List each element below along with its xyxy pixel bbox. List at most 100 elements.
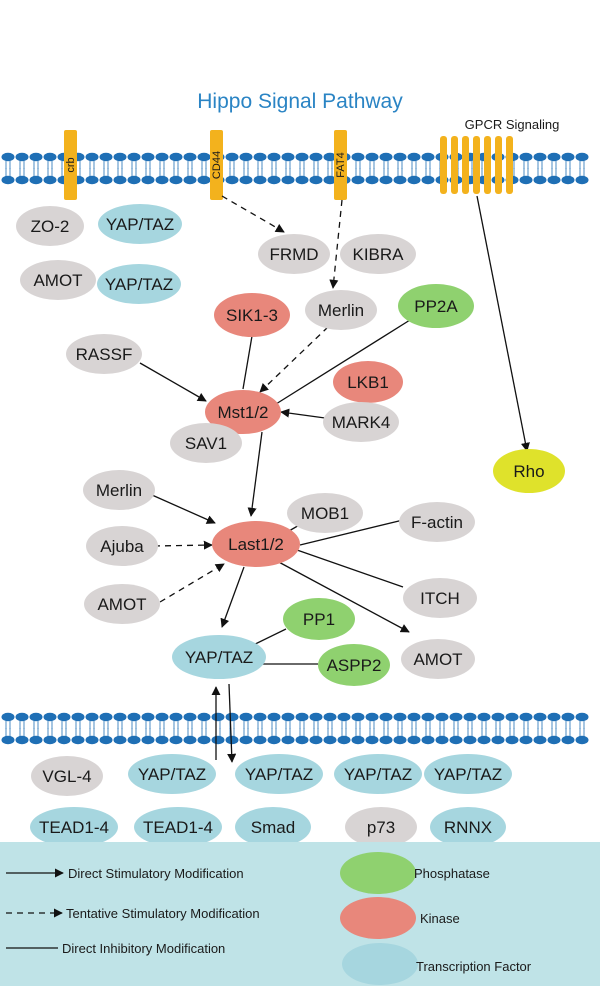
node-mob1: MOB1 [287, 493, 363, 533]
lipid-head [169, 735, 183, 745]
node-pp1-label: PP1 [303, 610, 335, 629]
edge-cd44-frmd [221, 195, 285, 233]
node-rnnx-shape [430, 807, 506, 847]
lipid-head [407, 152, 421, 162]
lipid-head [351, 152, 365, 162]
node-ajuba: Ajuba [86, 526, 158, 566]
lipid-head [1, 175, 15, 185]
lipid-head [155, 152, 169, 162]
node-rnnx: RNNX [430, 807, 506, 847]
lipid-head [183, 735, 197, 745]
node-vgl4-label: VGL-4 [42, 767, 91, 786]
node-rnnx-label: RNNX [444, 818, 492, 837]
lipid-head [561, 152, 575, 162]
edge-gpcr-rho [476, 195, 530, 452]
gpcr-receptor [440, 136, 513, 194]
node-itch: ITCH [403, 578, 477, 618]
node-rassf-label: RASSF [76, 345, 133, 364]
node-pp2a: PP2A [398, 284, 474, 328]
edge-ajuba-last [153, 540, 213, 550]
edge-last-amot [274, 559, 410, 633]
node-mst-shape [205, 390, 281, 434]
node-amot-mid-label: AMOT [97, 595, 146, 614]
lipid-head [421, 735, 435, 745]
node-yaptaz-top1: YAP/TAZ [98, 204, 182, 244]
edge-last-factin [299, 519, 404, 546]
lipid-head [407, 712, 421, 722]
node-tead-b-shape [134, 807, 222, 847]
lipid-head [309, 152, 323, 162]
lipid-head [15, 175, 29, 185]
node-smad: Smad [235, 807, 311, 847]
node-mark4: MARK4 [323, 402, 399, 442]
node-yaptaz-top2-label: YAP/TAZ [105, 275, 173, 294]
node-rho-label: Rho [513, 462, 544, 481]
lipid-head [365, 712, 379, 722]
node-pp2a-label: PP2A [414, 297, 458, 316]
lipid-head [113, 175, 127, 185]
lipid-head [169, 175, 183, 185]
node-mark4-label: MARK4 [332, 413, 391, 432]
legend-label-phosphatase: Phosphatase [414, 866, 490, 881]
node-tead-b-label: TEAD1-4 [143, 818, 213, 837]
node-amot-mid-shape [84, 584, 160, 624]
node-sik: SIK1-3 [214, 293, 290, 337]
legend: Direct Stimulatory Modification Tentativ… [0, 842, 600, 986]
gpcr-label: GPCR Signaling [465, 117, 560, 132]
lipid-head [57, 735, 71, 745]
lipid-head [421, 152, 435, 162]
lipid-head [421, 175, 435, 185]
lipid-head [295, 735, 309, 745]
lipid-head [365, 152, 379, 162]
lipid-head [575, 175, 589, 185]
node-yt-b1-shape [128, 754, 216, 794]
lipid-head [519, 712, 533, 722]
lipid-head [337, 735, 351, 745]
lipid-head [295, 175, 309, 185]
lipid-head [337, 712, 351, 722]
node-rassf: RASSF [66, 334, 142, 374]
lipid-head [141, 712, 155, 722]
lipid-head [253, 152, 267, 162]
lipid-head [533, 152, 547, 162]
lipid-head [505, 735, 519, 745]
node-merlin-mid: Merlin [83, 470, 155, 510]
legend-label-tentative: Tentative Stimulatory Modification [66, 906, 260, 921]
lipid-head [15, 152, 29, 162]
lipid-head [519, 735, 533, 745]
lipid-head [169, 152, 183, 162]
lipid-head [505, 712, 519, 722]
lipid-head [379, 735, 393, 745]
edge-rassf-mst [139, 362, 207, 402]
lipid-head [99, 175, 113, 185]
node-tead-a-label: TEAD1-4 [39, 818, 109, 837]
node-lkb1: LKB1 [333, 361, 403, 403]
lipid-head [43, 712, 57, 722]
node-amot-right-label: AMOT [413, 650, 462, 669]
receptor-fat4-label: FAT4 [335, 152, 347, 177]
node-p73: p73 [345, 807, 417, 847]
lipid-head [575, 152, 589, 162]
lipid-head [197, 152, 211, 162]
lipid-head [379, 175, 393, 185]
lipid-head [225, 152, 239, 162]
nuclear-membrane [1, 712, 589, 745]
node-lkb1-shape [333, 361, 403, 403]
lipid-head [239, 152, 253, 162]
lipid-head [15, 712, 29, 722]
node-kibra-shape [340, 234, 416, 274]
edge-last-yaptaz [220, 566, 245, 628]
node-yaptaz-top1-label: YAP/TAZ [106, 215, 174, 234]
node-itch-shape [403, 578, 477, 618]
node-yt-b2-shape [235, 754, 323, 794]
lipid-head [463, 712, 477, 722]
lipid-head [141, 735, 155, 745]
node-last-label: Last1/2 [228, 535, 284, 554]
lipid-head [547, 712, 561, 722]
lipid-head [211, 712, 225, 722]
lipid-head [211, 735, 225, 745]
node-yaptaz-mid-label: YAP/TAZ [185, 648, 253, 667]
lipid-head [351, 712, 365, 722]
legend-label-inhibitory: Direct Inhibitory Modification [62, 941, 225, 956]
